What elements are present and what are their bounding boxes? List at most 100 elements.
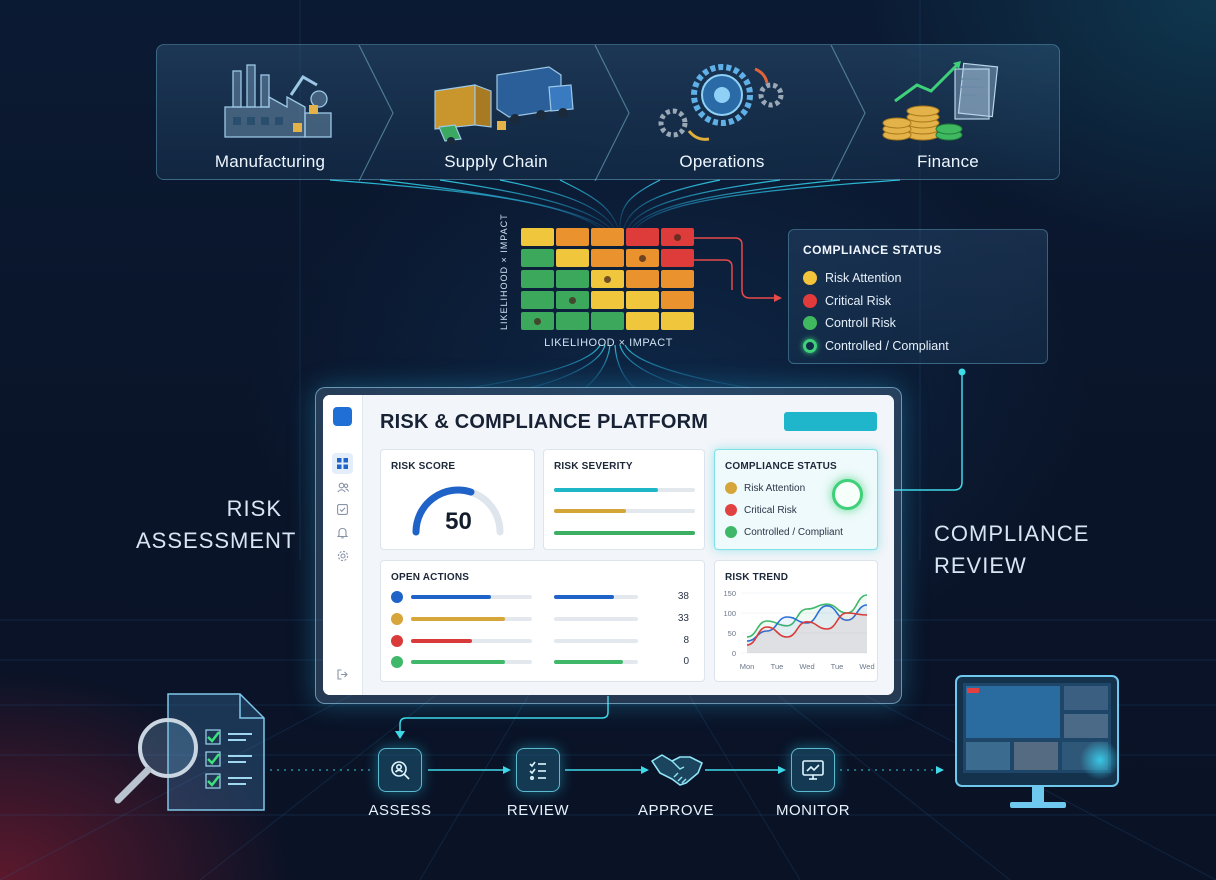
risk-score-card[interactable]: RISK SCORE 50 [380,449,535,550]
dashboard-window: RISK & COMPLIANCE PLATFORM RISK SCORE 50… [323,395,894,695]
checklist-icon [529,761,546,780]
app-logo[interactable] [333,407,352,426]
factory-icon [224,64,332,138]
open-actions-title: OPEN ACTIONS [391,572,470,583]
matrix-cell [521,228,554,246]
coins-chart-icon [882,61,999,141]
status-dot [725,526,737,538]
risk-trend-title: RISK TREND [725,572,789,583]
status-dot [725,482,737,494]
trend-y-tick: 150 [723,589,736,598]
trend-x-tick: Tue [771,662,784,671]
severity-bar-fill [554,531,695,535]
action-bar-secondary [554,595,638,599]
risk-assessment-label: RISK ASSESSMENT [136,493,297,557]
risk-severity-card[interactable]: RISK SEVERITY [543,449,705,550]
status-dot [803,316,817,331]
compliant-ring-indicator [832,479,863,510]
matrix-risk-dot [569,297,576,304]
action-bar-secondary [554,639,638,643]
severity-bar-fill [554,488,659,492]
compliance-review-line2: REVIEW [934,553,1027,578]
matrix-cell [521,291,554,309]
status-dot [803,271,817,286]
action-bar-secondary-fill [554,595,615,599]
severity-bar [554,509,695,513]
review-label: REVIEW [506,802,570,819]
status-label: Critical Risk [744,504,797,516]
trend-x-tick: Mon [740,662,755,671]
logout-icon[interactable] [332,664,353,685]
matrix-risk-dot [639,255,646,262]
trend-series-area [747,605,867,653]
assess-step[interactable] [378,748,422,792]
action-count: 38 [677,591,689,602]
action-bar-secondary [554,617,638,621]
risk-assessment-line2: ASSESSMENT [136,528,297,553]
trend-series-area [747,613,867,653]
risk-score-value: 50 [445,508,472,535]
compliance-card-item: Controlled / Compliant [725,526,843,538]
action-status-dot [391,656,403,668]
monitor-chart-icon [802,760,824,780]
approve-label: APPROVE [637,802,715,819]
risk-score-gauge [412,486,504,536]
matrix-cell [556,228,589,246]
compliance-legend-item: Controlled / Compliant [803,335,1033,358]
trend-x-tick: Wed [859,662,874,671]
handshake-icon [651,754,703,786]
matrix-cell [661,270,694,288]
matrix-cell [661,249,694,267]
risk-assessment-line1: RISK [226,496,282,521]
trend-y-tick: 100 [723,609,736,618]
compliance-card-item: Critical Risk [725,504,797,516]
sector-label: Manufacturing [214,152,326,171]
matrix-cell [626,270,659,288]
trend-series-line [746,612,868,646]
risk-matrix [521,228,696,330]
sector-dividers [358,45,866,181]
dashboard-icon[interactable] [332,453,353,474]
checklist-icon[interactable] [332,499,353,520]
action-bar-primary-fill [411,660,506,664]
trend-x-tick: Wed [799,662,814,671]
sector-operations[interactable]: Operations [609,45,835,181]
trend-series-line [746,604,868,642]
matrix-y-axis-label: LIKELIHOOD × IMPACT [499,213,509,330]
approve-step[interactable] [650,744,704,794]
sector-finance[interactable]: Finance [835,45,1061,181]
bell-icon[interactable] [332,522,353,543]
users-icon[interactable] [332,477,353,498]
matrix-cell [556,249,589,267]
monitor-step[interactable] [791,748,835,792]
status-label: Risk Attention [744,482,806,494]
trend-y-tick: 50 [728,629,736,638]
risk-score-title: RISK SCORE [391,461,456,472]
action-count: 8 [683,635,689,646]
monitor-dashboard-icon [955,675,1120,808]
document-magnifier-icon [114,693,265,811]
header-action-button[interactable] [784,412,877,431]
status-dot [725,504,737,516]
action-status-dot [391,635,403,647]
sector-label: Finance [917,152,979,171]
matrix-cell [591,249,624,267]
matrix-cell [591,312,624,330]
status-label: Critical Risk [825,293,891,308]
settings-icon[interactable] [332,545,353,566]
action-bar-secondary-fill [554,660,623,664]
action-bar-primary-fill [411,639,472,643]
sector-supply-chain[interactable]: Supply Chain [383,45,609,181]
review-step[interactable] [516,748,560,792]
severity-bar-fill [554,509,626,513]
dashboard-sidebar [323,395,363,695]
action-count: 0 [683,656,689,667]
truck-icon [434,66,574,145]
compliance-legend-item: Critical Risk [803,290,1033,313]
matrix-cell [556,312,589,330]
sector-manufacturing[interactable]: Manufacturing [157,45,383,181]
matrix-cell [626,228,659,246]
